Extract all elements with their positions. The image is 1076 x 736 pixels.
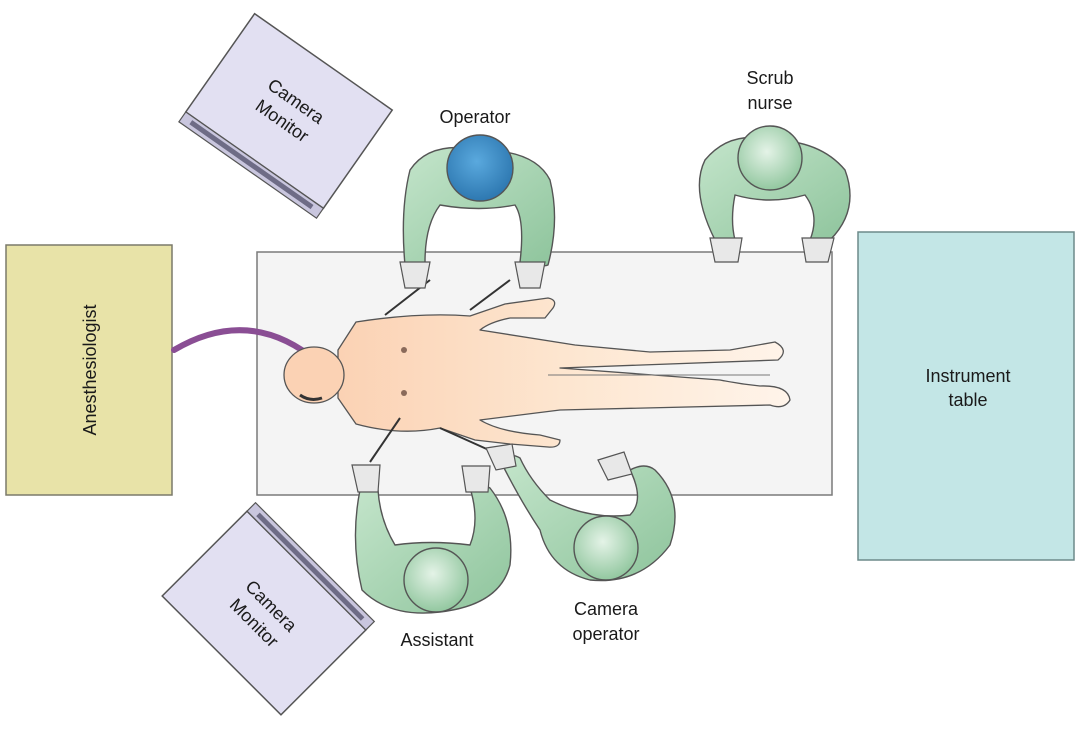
assistant-label: Assistant bbox=[400, 630, 473, 650]
camera-operator-label-line2: operator bbox=[572, 624, 639, 644]
scrub-nurse-label-line2: nurse bbox=[747, 93, 792, 113]
operator-cap bbox=[447, 135, 513, 201]
anesthesiologist-station: Anesthesiologist bbox=[6, 245, 172, 495]
instrument-table: Instrument table bbox=[858, 232, 1074, 560]
camera-monitor-bottom: Camera Monitor bbox=[162, 503, 374, 715]
camera-operator-label-line1: Camera bbox=[574, 599, 639, 619]
instrument-table-label-line2: table bbox=[948, 390, 987, 410]
scrub-nurse-figure bbox=[699, 126, 850, 262]
camera-monitor-top: Camera Monitor bbox=[179, 14, 392, 218]
operator-label: Operator bbox=[439, 107, 510, 127]
scrub-nurse-label-line1: Scrub bbox=[746, 68, 793, 88]
instrument-table-label-line1: Instrument bbox=[925, 366, 1010, 386]
anesthesiologist-label: Anesthesiologist bbox=[80, 304, 100, 435]
